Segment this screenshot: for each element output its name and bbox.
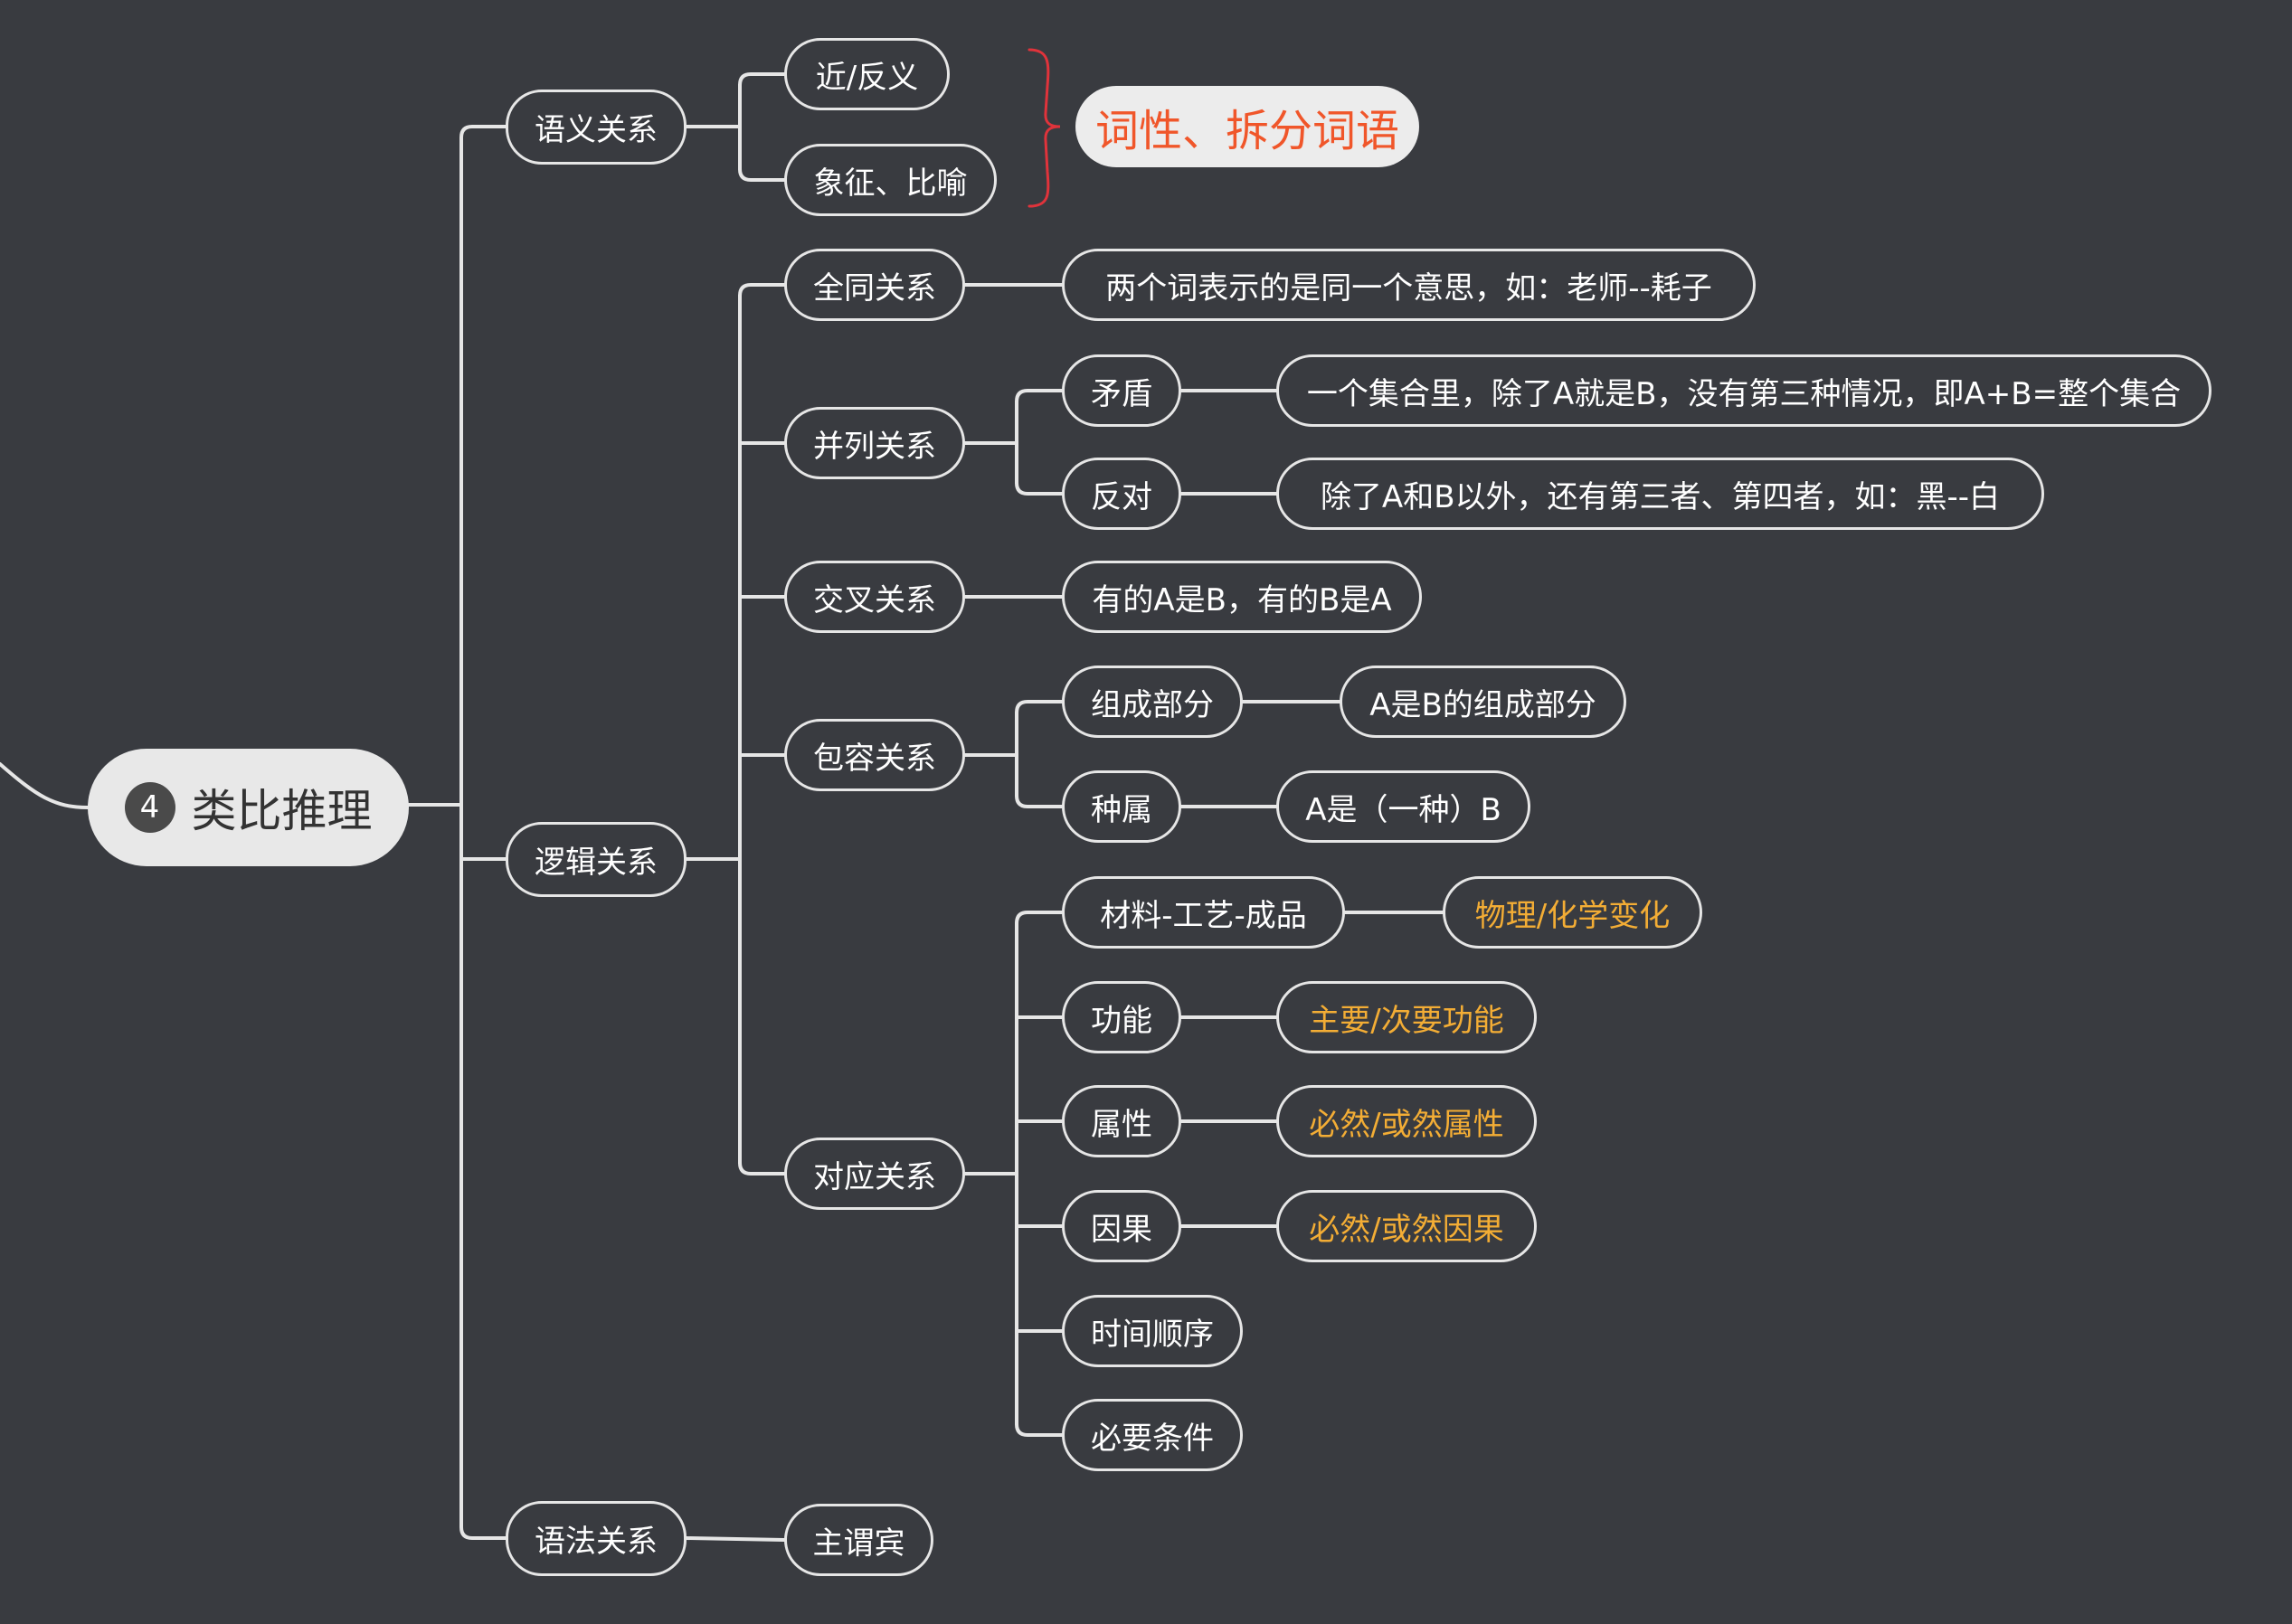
parallel-bracket: [1015, 481, 1064, 496]
topic-parallel-relation[interactable]: 并列关系: [784, 407, 965, 479]
semantic-bracket: [738, 167, 786, 182]
topic-material-process-product[interactable]: 材料-工艺-成品: [1062, 876, 1345, 949]
desc-identical[interactable]: 两个词表示的是同一个意思，如：老师--耗子: [1062, 249, 1756, 321]
semantic-bracket: [738, 72, 786, 87]
grammar-connector: [685, 1536, 786, 1542]
inclusion-bracket: [1015, 794, 1064, 808]
topic-grammar-relation[interactable]: 语法关系: [506, 1501, 687, 1576]
topic-necessary-condition[interactable]: 必要条件: [1062, 1399, 1243, 1471]
desc-contrary[interactable]: 除了A和B以外，还有第三者、第四者，如：黑--白: [1276, 458, 2044, 530]
desc-cross[interactable]: 有的A是B，有的B是A: [1062, 561, 1422, 633]
logic-bracket: [738, 283, 786, 297]
logic-bracket: [738, 1161, 786, 1176]
topic-number-badge: 4: [124, 782, 175, 833]
callout-brace: [1028, 48, 1061, 208]
topic-inclusion-relation[interactable]: 包容关系: [784, 719, 965, 791]
topic-synonym-antonym[interactable]: 近/反义: [784, 38, 950, 110]
topic-contrary[interactable]: 反对: [1062, 458, 1181, 530]
desc-necessary-possible-attribute[interactable]: 必然/或然属性: [1276, 1085, 1537, 1157]
root-topic[interactable]: 4 类比推理: [88, 749, 409, 866]
topic-cross-relation[interactable]: 交叉关系: [784, 561, 965, 633]
root-topic-label: 类比推理: [191, 785, 373, 837]
desc-component[interactable]: A是B的组成部分: [1340, 666, 1626, 738]
desc-physical-chemical-change[interactable]: 物理/化学变化: [1443, 876, 1702, 949]
desc-primary-secondary-function[interactable]: 主要/次要功能: [1276, 981, 1537, 1053]
inclusion-bracket: [1015, 700, 1064, 714]
desc-species[interactable]: A是（一种）B: [1276, 770, 1530, 843]
topic-species[interactable]: 种属: [1062, 770, 1181, 843]
topic-causality[interactable]: 因果: [1062, 1190, 1181, 1262]
level1-bracket: [459, 125, 507, 1540]
topic-subject-verb-object[interactable]: 主谓宾: [784, 1504, 933, 1576]
desc-contradiction[interactable]: 一个集合里，除了A就是B，没有第三种情况，即A+B=整个集合: [1276, 354, 2211, 427]
correspondence-bracket: [1015, 1422, 1064, 1437]
topic-time-sequence[interactable]: 时间顺序: [1062, 1295, 1243, 1367]
parent-connector: [0, 762, 90, 809]
topic-component[interactable]: 组成部分: [1062, 666, 1243, 738]
topic-correspondence-relation[interactable]: 对应关系: [784, 1138, 965, 1210]
topic-function[interactable]: 功能: [1062, 981, 1181, 1053]
callout-note[interactable]: 词性、拆分词语: [1075, 86, 1419, 167]
topic-identical-relation[interactable]: 全同关系: [784, 249, 965, 321]
correspondence-bracket: [1015, 911, 1064, 925]
topic-attribute[interactable]: 属性: [1062, 1085, 1181, 1157]
desc-necessary-possible-cause[interactable]: 必然/或然因果: [1276, 1190, 1537, 1262]
topic-logic-relation[interactable]: 逻辑关系: [506, 822, 687, 897]
topic-contradiction[interactable]: 矛盾: [1062, 354, 1181, 427]
parallel-bracket: [1015, 389, 1064, 403]
topic-symbol-metaphor[interactable]: 象征、比喻: [784, 144, 997, 216]
topic-semantic-relation[interactable]: 语义关系: [506, 90, 687, 165]
